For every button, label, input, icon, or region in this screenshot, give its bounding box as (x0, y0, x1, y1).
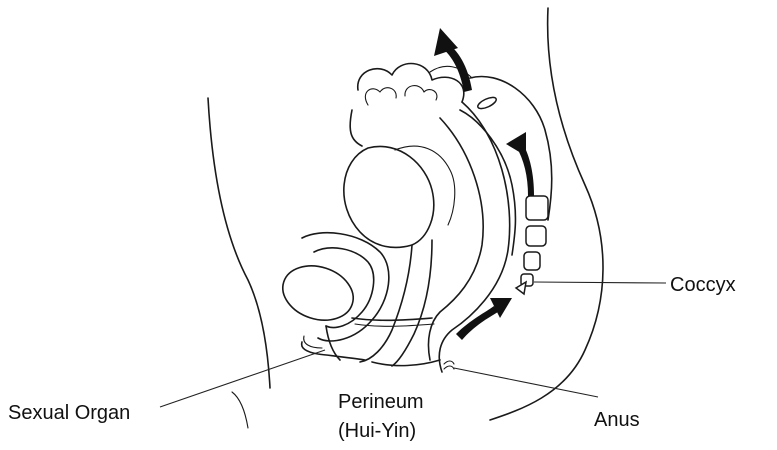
energy-arrow-lower (456, 298, 512, 340)
sexual-organ-leader (160, 350, 325, 407)
thigh-contour (232, 392, 248, 428)
anus-label: Anus (594, 409, 640, 431)
anus-leader (454, 368, 598, 397)
rectum (439, 102, 509, 372)
coccyx-leader (534, 282, 666, 283)
sexual-organ-label: Sexual Organ (8, 402, 130, 424)
uterus-tube (395, 146, 455, 225)
perineum-label: Perineum (338, 391, 424, 413)
front-contour (208, 98, 270, 388)
energy-arrow-middle (506, 132, 534, 196)
energy-arrow-upper (434, 28, 472, 92)
pubic-bone (276, 257, 361, 329)
uterus (344, 146, 434, 247)
coccyx-label: Coccyx (670, 274, 736, 296)
perineal-body (372, 360, 440, 366)
anus-mark (444, 361, 454, 369)
hui-yin-label: (Hui-Yin) (338, 420, 416, 442)
vaginal-canal-inner (392, 240, 432, 366)
